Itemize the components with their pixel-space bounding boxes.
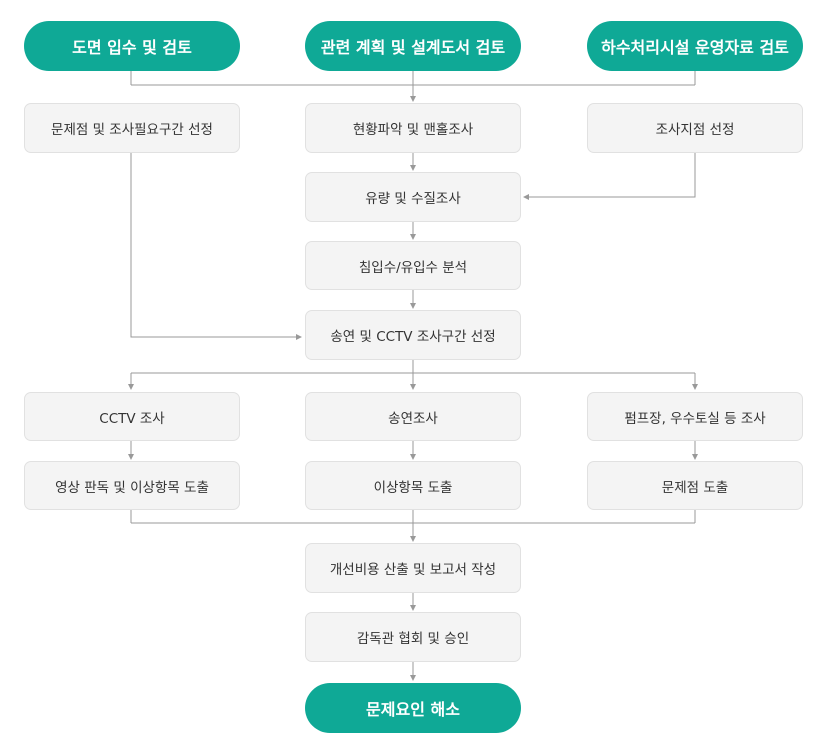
node-label: 개선비용 산출 및 보고서 작성: [329, 562, 497, 578]
node-label: 펌프장, 우수토실 등 조사: [624, 410, 766, 427]
arrow-left-to-selection: [130, 153, 302, 340]
node-label: 문제요인 해소: [366, 700, 460, 719]
node-plans-review: 관련 계획 및 설계도서 검토: [305, 21, 521, 71]
node-label: 조사지점 선정: [655, 122, 735, 138]
node-site-selection: 조사지점 선정: [587, 103, 803, 153]
node-label: 현황파악 및 맨홀조사: [352, 122, 474, 138]
node-label: 침입수/유입수 분석: [358, 259, 468, 276]
node-label: 유량 및 수질조사: [365, 191, 461, 207]
node-label: 도면 입수 및 검토: [72, 38, 192, 57]
node-resolution: 문제요인 해소: [305, 683, 521, 733]
node-infiltration: 침입수/유입수 분석: [305, 241, 521, 290]
node-cctv: CCTV 조사: [24, 392, 240, 441]
node-anomaly: 이상항목 도출: [305, 461, 521, 510]
node-video: 영상 판독 및 이상항목 도출: [24, 461, 240, 510]
node-smoke: 송연조사: [305, 392, 521, 441]
node-label: 하수처리시설 운영자료 검토: [601, 38, 789, 57]
node-site-survey: 현황파악 및 맨홀조사: [305, 103, 521, 153]
node-problem: 문제점 도출: [587, 461, 803, 510]
node-label: 문제점 도출: [661, 479, 729, 496]
node-smoke-cctv-selection: 송연 및 CCTV 조사구간 선정: [305, 310, 521, 360]
node-drawings-review: 도면 입수 및 검토: [24, 21, 240, 71]
node-label: 영상 판독 및 이상항목 도출: [55, 479, 209, 496]
node-operation-data-review: 하수처리시설 운영자료 검토: [587, 21, 803, 71]
node-label: 관련 계획 및 설계도서 검토: [320, 38, 506, 57]
node-report: 개선비용 산출 및 보고서 작성: [305, 543, 521, 593]
node-label: CCTV 조사: [99, 410, 165, 427]
node-problem-selection: 문제점 및 조사필요구간 선정: [24, 103, 240, 153]
node-approval: 감독관 협회 및 승인: [305, 612, 521, 662]
node-label: 이상항목 도출: [373, 479, 453, 496]
node-label: 송연조사: [388, 410, 438, 427]
node-flow-quality: 유량 및 수질조사: [305, 172, 521, 222]
node-label: 문제점 및 조사필요구간 선정: [51, 122, 213, 138]
node-label: 송연 및 CCTV 조사구간 선정: [330, 329, 496, 345]
node-pump: 펌프장, 우수토실 등 조사: [587, 392, 803, 441]
node-label: 감독관 협회 및 승인: [356, 631, 470, 647]
arrow-right-to-flow: [523, 153, 696, 200]
